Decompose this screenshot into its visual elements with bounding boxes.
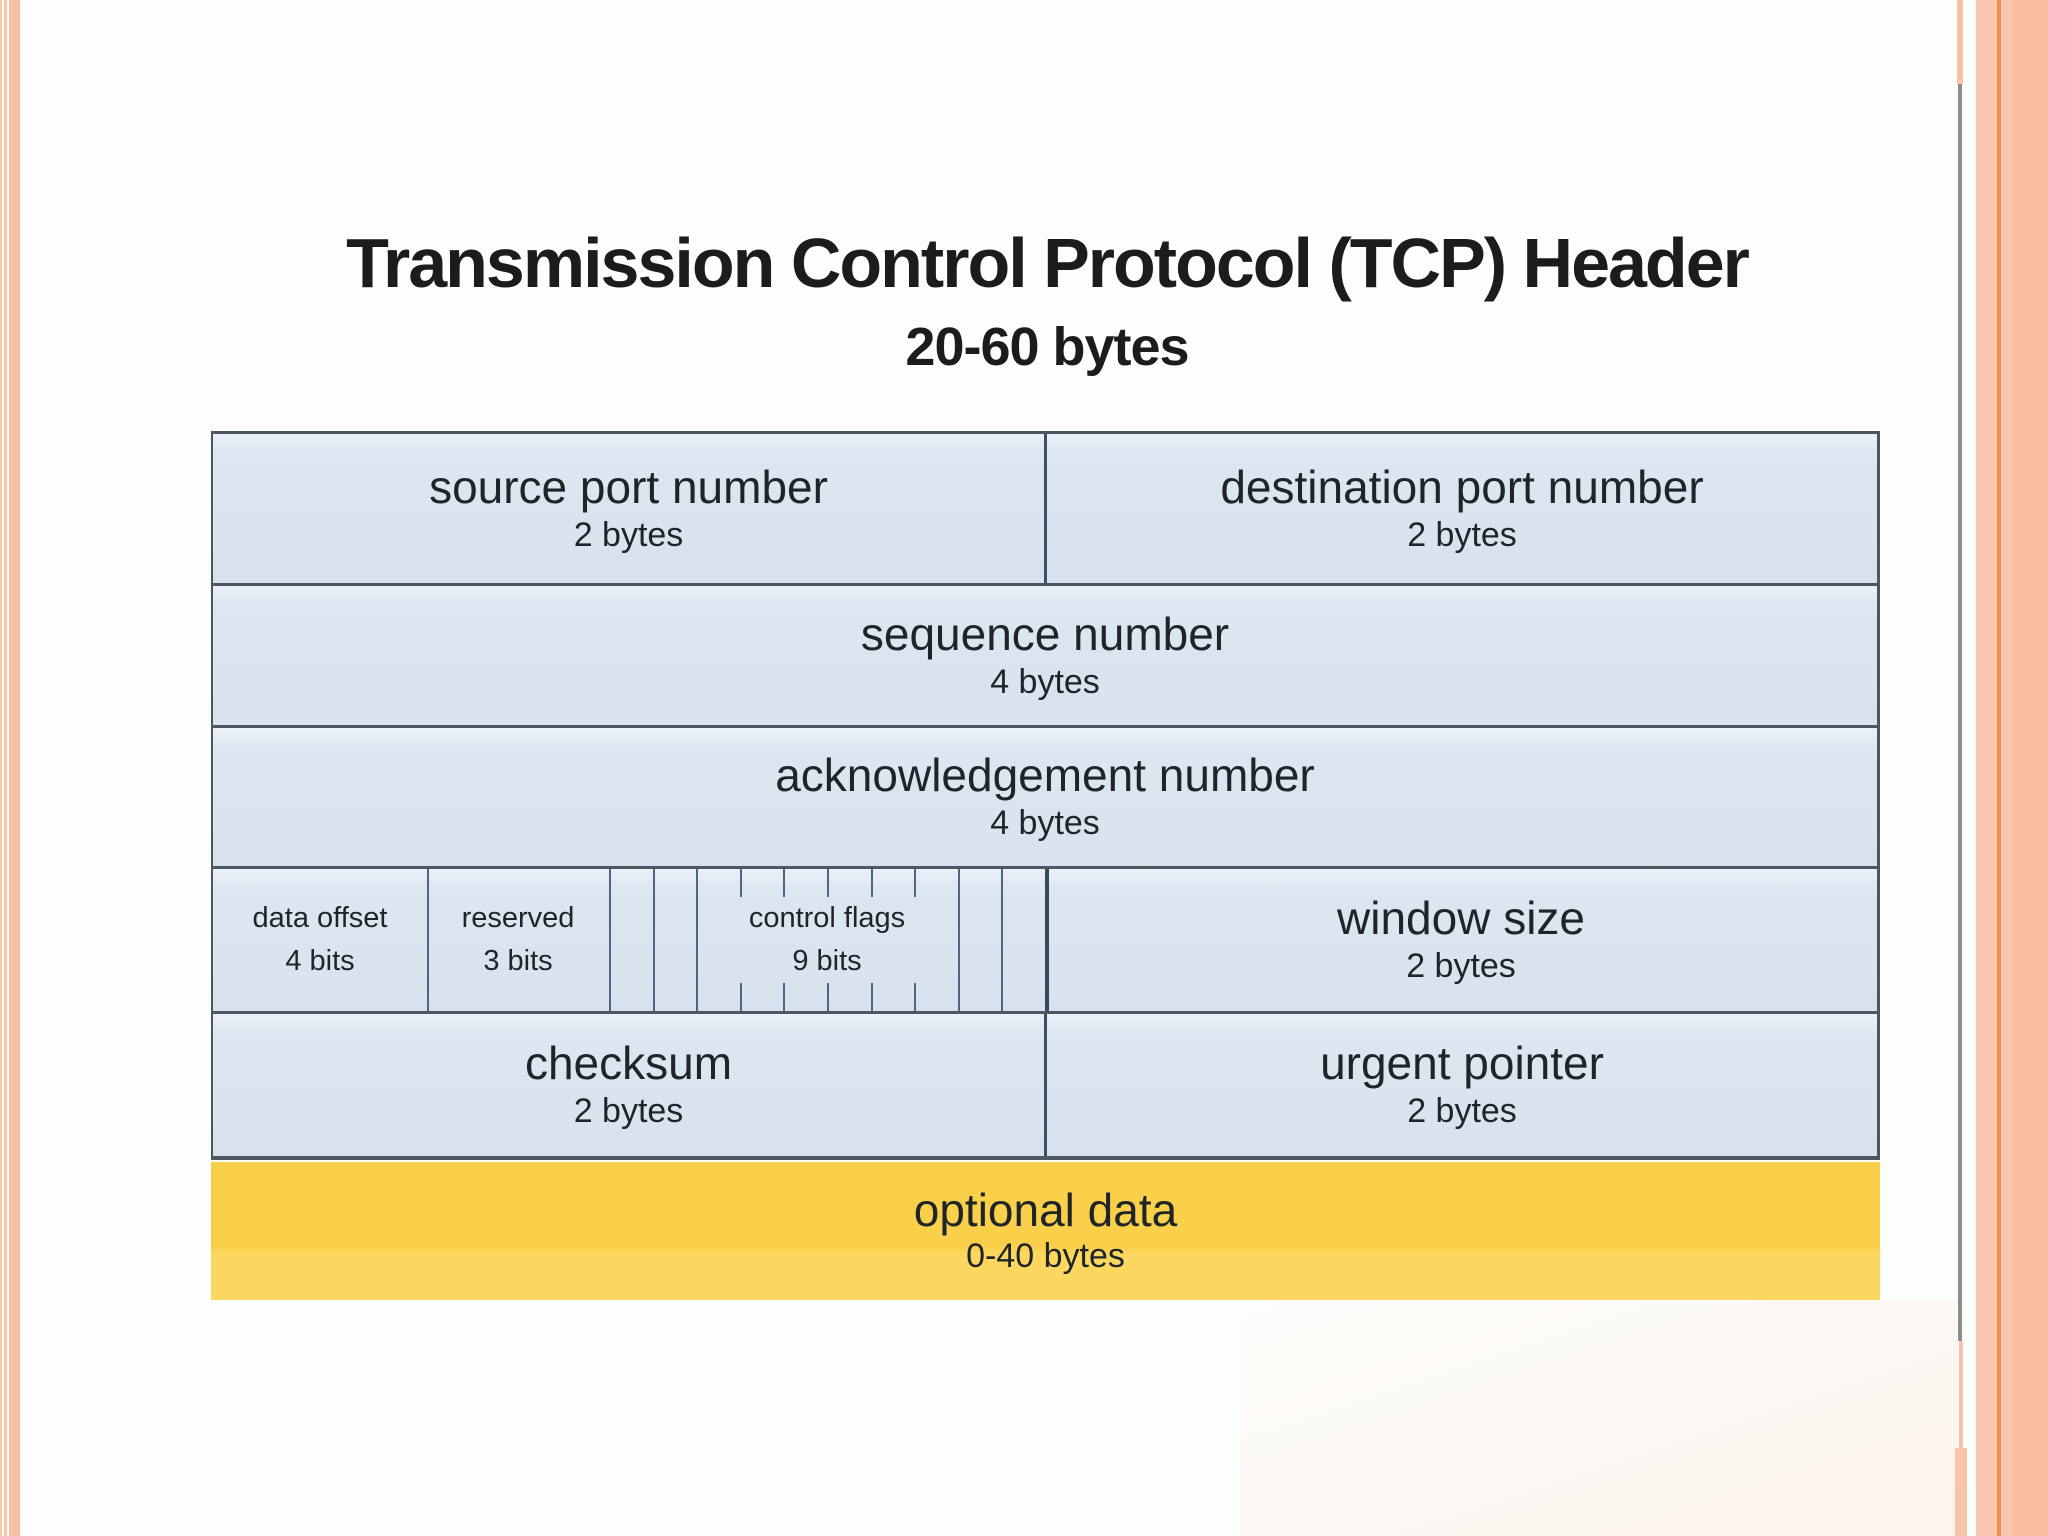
field-size: 9 bits [792, 945, 862, 977]
field-size: 2 bytes [1406, 947, 1516, 986]
bit-separator [1001, 869, 1003, 1011]
field-size: 2 bytes [1407, 515, 1517, 554]
flag-tick [827, 983, 829, 1011]
bit-separator [427, 869, 429, 1011]
bit-separator [958, 869, 960, 1011]
flag-tick [740, 869, 742, 897]
field-sequence-number: sequence number 4 bytes [213, 586, 1877, 725]
field-label: control flags [748, 901, 906, 934]
page-subtitle: 20-60 bytes [905, 317, 1189, 377]
field-acknowledgement-number: acknowledgement number 4 bytes [213, 728, 1877, 866]
left-border-stripe-middle [4, 0, 7, 1536]
bit-separator [653, 869, 655, 1011]
field-label: checksum [524, 1037, 733, 1090]
right-shadow-line-bottom-wide [1955, 1448, 1967, 1536]
flag-tick [740, 983, 742, 1011]
field-size: 3 bits [483, 945, 553, 977]
field-data-offset: data offset 4 bits [213, 869, 427, 1011]
right-shadow-line [1958, 84, 1962, 1341]
flag-tick [827, 869, 829, 897]
row-sequence-number: sequence number 4 bytes [213, 583, 1877, 725]
field-urgent-pointer: urgent pointer 2 bytes [1047, 1014, 1877, 1156]
field-size: 2 bytes [573, 515, 684, 554]
window-size-divider [1045, 869, 1049, 1011]
field-checksum: checksum 2 bytes [213, 1014, 1047, 1156]
flag-tick [783, 983, 785, 1011]
field-size: 2 bytes [1407, 1092, 1517, 1131]
right-border-panel [1976, 0, 2048, 1536]
flag-tick [783, 869, 785, 897]
right-border-orange-line [1997, 0, 2001, 1536]
flag-tick [871, 983, 873, 1011]
field-reserved: reserved 3 bits [427, 869, 609, 1011]
field-label: sequence number [860, 607, 1230, 660]
right-shadow-line-top-cap [1957, 0, 1963, 84]
row-checksum-urgent: checksum 2 bytes urgent pointer 2 bytes [213, 1011, 1877, 1156]
field-destination-port: destination port number 2 bytes [1047, 434, 1877, 583]
tcp-header-table: source port number 2 bytes destination p… [211, 431, 1880, 1160]
bit-separator [609, 869, 611, 1011]
field-size: 4 bytes [990, 662, 1100, 701]
field-size: 4 bytes [990, 804, 1100, 843]
flag-tick [914, 983, 916, 1011]
field-label: source port number [429, 460, 828, 513]
field-size: 2 bytes [573, 1092, 684, 1131]
right-border-dark-band [2012, 0, 2048, 1536]
field-label: optional data [913, 1184, 1178, 1237]
flag-tick [914, 869, 916, 897]
field-size: 0-40 bytes [966, 1237, 1125, 1276]
right-shadow-line-bottom [1959, 1341, 1963, 1536]
field-source-port: source port number 2 bytes [213, 434, 1047, 583]
field-window-size: window size 2 bytes [1045, 869, 1877, 1011]
flag-tick [871, 869, 873, 897]
field-label: window size [1337, 892, 1585, 945]
field-size: 4 bits [285, 945, 355, 977]
field-label: urgent pointer [1320, 1037, 1604, 1090]
field-label: reserved [461, 901, 575, 934]
row-acknowledgement-number: acknowledgement number 4 bytes [213, 725, 1877, 866]
field-control-flags: control flags 9 bits [696, 869, 958, 1011]
title-block: Transmission Control Protocol (TCP) Head… [211, 228, 1883, 374]
row-flags-window: data offset 4 bits reserved 3 bits contr… [213, 866, 1877, 1011]
field-label: data offset [252, 901, 388, 934]
bit-separator [696, 869, 698, 1011]
field-label: acknowledgement number [775, 749, 1315, 802]
left-border-stripe-wide [9, 0, 20, 1536]
field-optional-data: optional data 0-40 bytes [211, 1162, 1880, 1300]
left-border-stripe-outer [0, 0, 2, 1536]
background-tint [1240, 1300, 1957, 1536]
row-ports: source port number 2 bytes destination p… [213, 431, 1877, 583]
field-label: destination port number [1220, 460, 1704, 513]
page-title: Transmission Control Protocol (TCP) Head… [346, 224, 1750, 302]
